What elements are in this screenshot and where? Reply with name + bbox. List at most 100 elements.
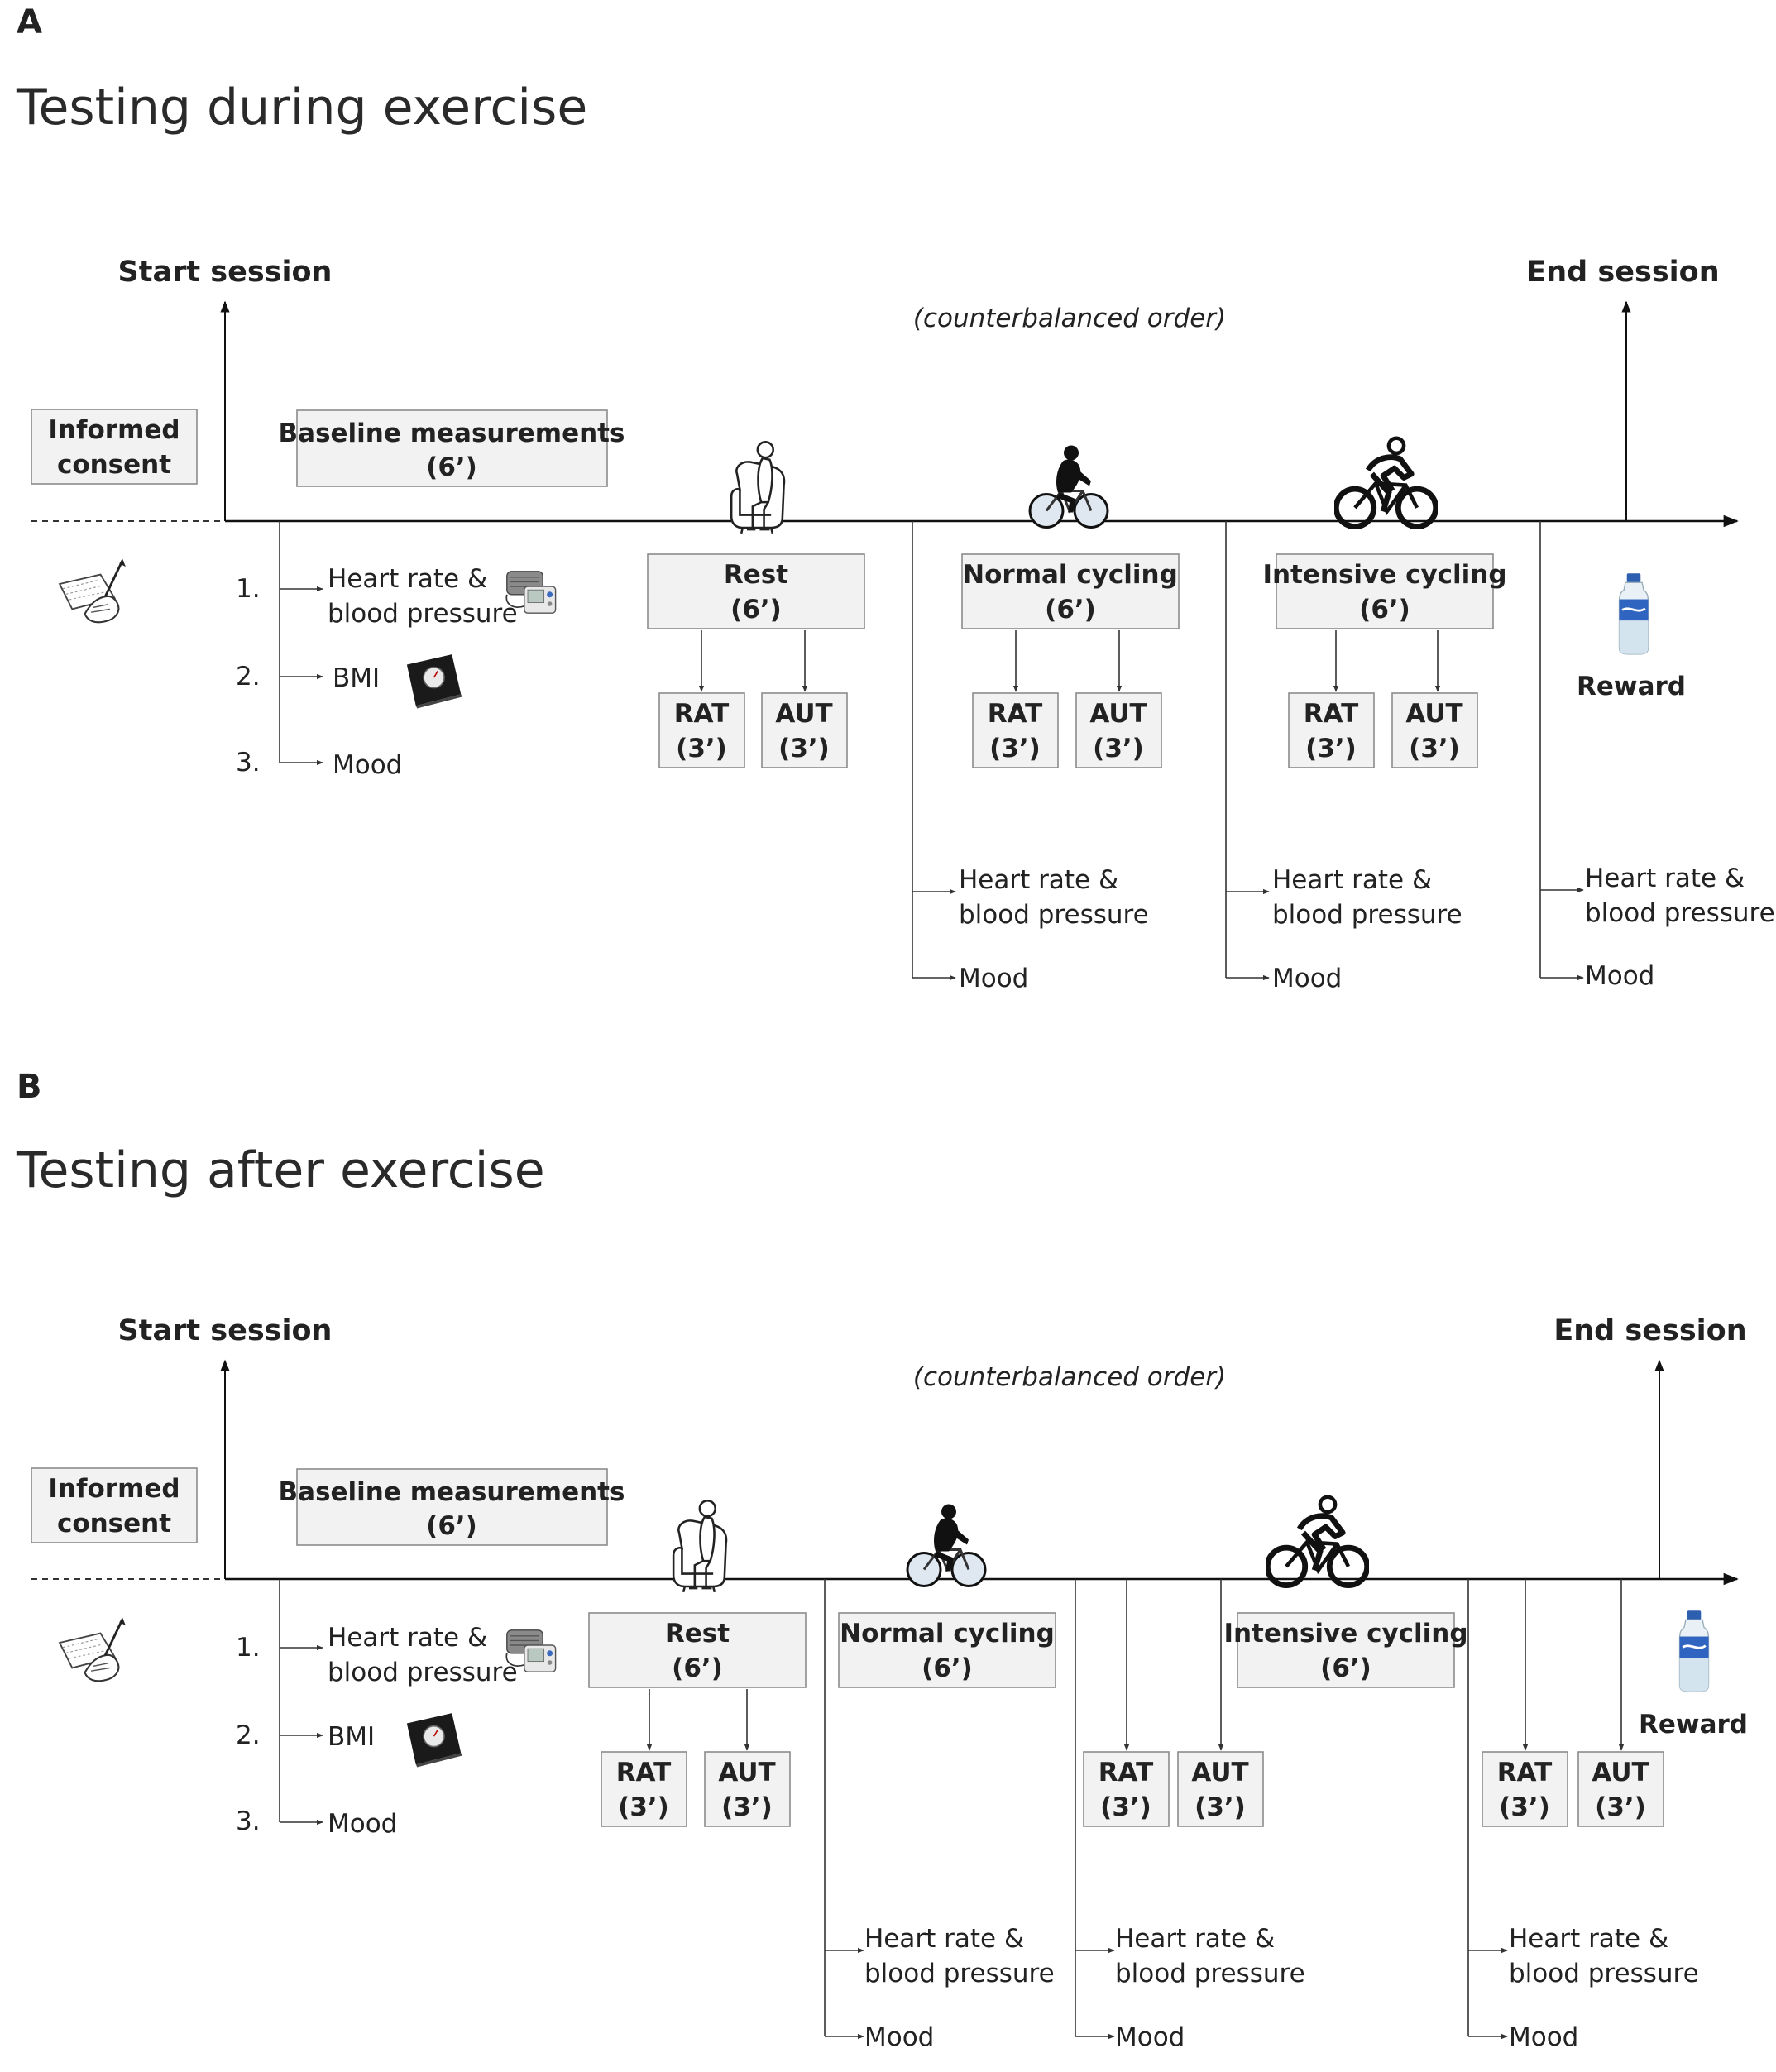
start-session-label: Start session — [118, 256, 333, 289]
task-duration: (3’) — [1194, 1792, 1246, 1822]
mood-label: Mood — [1272, 964, 1342, 993]
end-session-label: End session — [1526, 256, 1719, 289]
measurement-group: Heart rate & blood pressure Mood — [1225, 521, 1462, 993]
baseline-box — [296, 1468, 608, 1546]
task-rat: RAT (3’) — [601, 1751, 687, 1827]
task-name: RAT — [1304, 699, 1359, 729]
condition-box — [961, 553, 1180, 629]
task-name: AUT — [1405, 699, 1462, 729]
task-rat: RAT (3’) — [658, 692, 745, 768]
baseline-item-num-3: 3. — [236, 748, 261, 778]
condition-box — [1276, 553, 1494, 629]
condition-box — [588, 1612, 807, 1688]
task-aut: AUT (3’) — [1577, 1751, 1664, 1827]
baseline-item-num-1: 1. — [236, 1633, 261, 1663]
task-name: RAT — [616, 1758, 672, 1787]
task-duration: (3’) — [1499, 1792, 1550, 1822]
task-box — [1288, 692, 1375, 768]
condition-box — [647, 553, 865, 629]
task-name: RAT — [988, 699, 1043, 729]
counterbalance-note: (counterbalanced order) — [913, 304, 1226, 333]
baseline-item-num-1: 1. — [236, 574, 261, 604]
task-name: RAT — [1099, 1758, 1154, 1787]
informed-consent-box — [31, 409, 198, 485]
heart-rate-label-1: Heart rate & — [864, 1924, 1024, 1954]
panel-a-title: Testing during exercise — [16, 79, 587, 136]
condition-intensive-cycling: Intensive cycling (6’) — [1223, 1612, 1468, 1688]
condition-duration: (6’) — [922, 1653, 973, 1683]
baseline-item-num-2: 2. — [236, 662, 261, 691]
condition-name: Normal cycling — [963, 560, 1178, 590]
baseline-label-1: Baseline measurements — [279, 419, 625, 448]
task-name: AUT — [1089, 699, 1147, 729]
heart-rate-label-2: blood pressure — [1115, 1959, 1305, 1988]
informed-consent-label-1: Informed — [48, 415, 180, 445]
task-rat: RAT (3’) — [1083, 1751, 1170, 1827]
baseline-mood: Mood — [328, 1809, 397, 1839]
task-aut: AUT (3’) — [1391, 692, 1478, 768]
panel-a: A Testing during exercise Start session … — [16, 3, 1775, 993]
task-box — [761, 692, 848, 768]
reward-label: Reward — [1577, 672, 1686, 701]
mood-label: Mood — [864, 2022, 934, 2052]
panel-b-letter: B — [17, 1068, 42, 1106]
condition-rest: Rest (6’) — [588, 1612, 807, 1688]
condition-box — [1237, 1612, 1455, 1688]
panel-b: B Testing after exercise Start session E… — [16, 1068, 1748, 2052]
heart-rate-label-2: blood pressure — [1272, 900, 1462, 930]
task-box — [1177, 1751, 1264, 1827]
condition-name: Rest — [665, 1619, 730, 1649]
end-session-label: End session — [1553, 1314, 1746, 1347]
task-duration: (3’) — [1305, 734, 1357, 763]
counterbalance-note: (counterbalanced order) — [913, 1362, 1226, 1392]
task-name: RAT — [674, 699, 730, 729]
task-duration: (3’) — [1100, 1792, 1151, 1822]
measurement-group: Heart rate & blood pressure Mood — [1539, 521, 1775, 991]
start-session-label: Start session — [118, 1314, 333, 1347]
task-box — [1482, 1751, 1568, 1827]
task-name: AUT — [1592, 1758, 1649, 1787]
baseline-bmi: BMI — [328, 1722, 375, 1752]
task-name: AUT — [1191, 1758, 1248, 1787]
condition-duration: (6’) — [1359, 595, 1410, 624]
measurement-group: Heart rate & blood pressure Mood — [1075, 1579, 1305, 2052]
baseline-heart-rate-2: blood pressure — [328, 599, 518, 629]
condition-box — [838, 1612, 1056, 1688]
task-duration: (3’) — [1409, 734, 1460, 763]
measurement-group: Heart rate & blood pressure Mood — [1467, 1579, 1699, 2052]
task-duration: (3’) — [778, 734, 830, 763]
task-aut: AUT (3’) — [761, 692, 848, 768]
water-bottle-icon — [1618, 572, 1649, 656]
heart-rate-label-2: blood pressure — [1509, 1959, 1699, 1988]
baseline-item-num-2: 2. — [236, 1720, 261, 1750]
task-duration: (3’) — [676, 734, 727, 763]
condition-duration: (6’) — [730, 595, 782, 624]
informed-consent-label-1: Informed — [48, 1474, 180, 1504]
task-box — [1391, 692, 1478, 768]
mood-label: Mood — [1585, 961, 1654, 991]
blood-pressure-monitor-icon — [505, 570, 557, 615]
task-aut: AUT (3’) — [1177, 1751, 1264, 1827]
task-box — [1083, 1751, 1170, 1827]
condition-name: Rest — [724, 560, 788, 590]
baseline-heart-rate-1: Heart rate & — [328, 564, 487, 594]
mood-label: Mood — [1509, 2022, 1578, 2052]
armchair-person-icon — [672, 1499, 728, 1594]
water-bottle-icon — [1678, 1609, 1710, 1693]
baseline-heart-rate-2: blood pressure — [328, 1658, 518, 1687]
task-rat: RAT (3’) — [1288, 692, 1375, 768]
heart-rate-label-1: Heart rate & — [959, 865, 1118, 895]
armchair-person-icon — [730, 440, 786, 535]
task-box — [658, 692, 745, 768]
mood-label: Mood — [1115, 2022, 1185, 2052]
task-duration: (3’) — [1595, 1792, 1646, 1822]
task-box — [1075, 692, 1162, 768]
baseline-box — [296, 409, 608, 487]
measurement-group: Heart rate & blood pressure Mood — [824, 1579, 1055, 2052]
mood-label: Mood — [959, 964, 1028, 993]
task-box — [601, 1751, 687, 1827]
racing-cyclist-icon — [1336, 438, 1435, 527]
cyclist-silhouette-icon — [906, 1502, 987, 1588]
writing-hand-icon — [58, 1616, 127, 1682]
